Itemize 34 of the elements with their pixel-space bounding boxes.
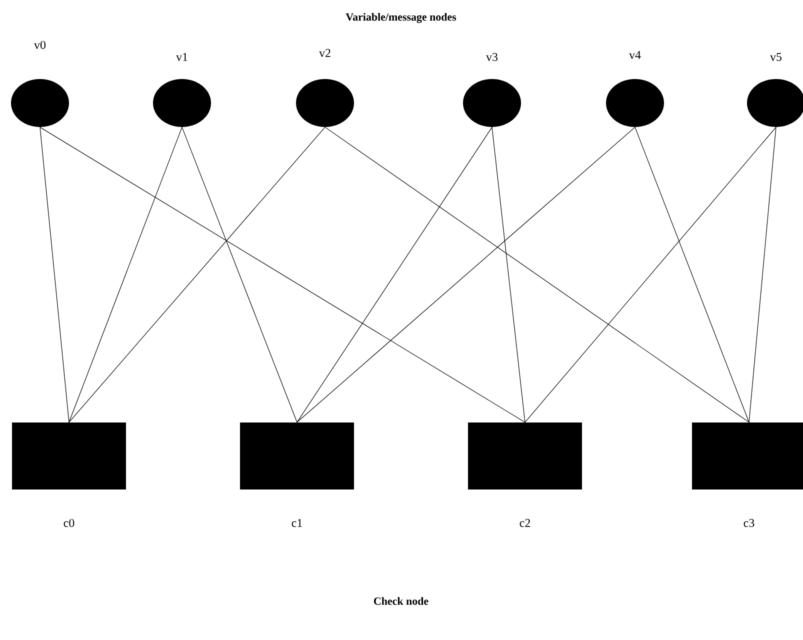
edge-line bbox=[324, 126, 750, 423]
edge-line bbox=[40, 126, 526, 423]
caption: Check node bbox=[374, 597, 428, 605]
edge-line bbox=[296, 126, 492, 423]
check-node: c3 bbox=[692, 422, 803, 527]
node-label: v3 bbox=[486, 52, 498, 61]
edge-line bbox=[524, 126, 776, 423]
edge-line bbox=[68, 126, 182, 423]
edge-line bbox=[182, 126, 298, 423]
check-node: c2 bbox=[468, 422, 582, 527]
edge-line bbox=[40, 126, 70, 423]
variable-node: v3 bbox=[463, 52, 521, 127]
title: Variable/message nodes bbox=[346, 13, 456, 23]
node-label: v0 bbox=[34, 40, 46, 50]
node-label: v1 bbox=[176, 52, 188, 61]
edge-line bbox=[492, 126, 526, 423]
edge-line bbox=[748, 126, 776, 423]
node-label: v4 bbox=[629, 50, 641, 59]
node-label: c2 bbox=[520, 518, 530, 527]
variable-node: v5 bbox=[747, 53, 803, 127]
variable-node: v4 bbox=[606, 51, 664, 127]
node-label: c0 bbox=[64, 518, 74, 528]
node-label: c3 bbox=[744, 518, 754, 527]
node-label: v5 bbox=[770, 53, 782, 61]
check-node: c0 bbox=[12, 422, 126, 527]
variable-node: v2 bbox=[296, 48, 354, 127]
variable-node: v1 bbox=[153, 52, 211, 127]
node-label: v2 bbox=[319, 48, 330, 57]
check-node: c1 bbox=[240, 422, 354, 527]
edge-line bbox=[296, 126, 636, 423]
edge-line bbox=[68, 126, 326, 423]
edge-line bbox=[634, 126, 750, 423]
variable-node: v0 bbox=[11, 40, 69, 127]
node-label: c1 bbox=[292, 518, 302, 527]
